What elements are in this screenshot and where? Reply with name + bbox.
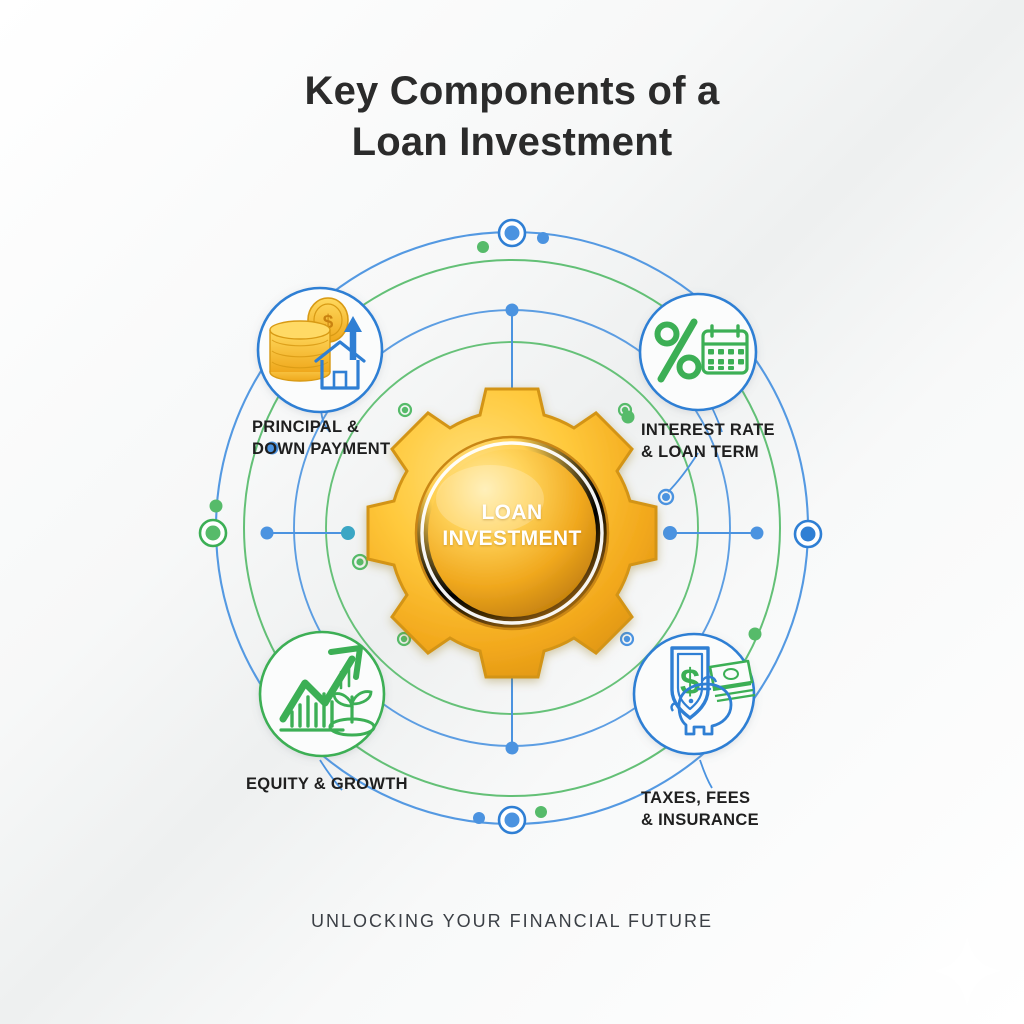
ring-dot-bl-green [396,631,412,647]
orbit-marker-top-dot-right [537,232,549,244]
orbit-marker-top-dot-left [477,241,489,253]
ring-dot-br-blue [619,631,635,647]
node-principal-down-payment[interactable]: $ [256,286,384,414]
orbit-marker-right[interactable] [793,519,823,549]
connector-dot-left-outer [260,526,274,540]
node-equity-growth[interactable] [258,630,386,758]
ring-dot-l-green-core [356,558,364,566]
gear-hub-ring [420,441,604,625]
piggy-bank-icon [670,675,733,736]
spur-bottom-left [319,759,343,791]
connector-dot-left-inner [341,526,355,540]
ring-dot-r-blue [657,488,675,506]
percent-icon [654,318,702,383]
sparkle-icon [933,936,1001,1006]
orbit-marker-bottom-dot-left [473,812,485,824]
orbit-ring-green-outer [243,259,781,797]
spur-interest-to-dot [667,452,699,493]
footer-tagline: UNLOCKING YOUR FINANCIAL FUTURE [310,911,714,931]
ring-dot-l-green [351,553,369,571]
ring-dot-l-outer-green [209,499,223,513]
gear-icon [366,387,658,679]
ring-dot-br-outer-green [748,627,762,641]
connector-dot-top [505,303,519,317]
bar-chart-icon [290,692,334,728]
calendar-icon [701,324,749,375]
node-label-taxes-fees-insurance: TAXES, FEES & INSURANCE [641,789,759,829]
node-interest-rate-loan-term[interactable] [638,292,758,412]
cash-stack-icon [708,659,756,703]
sprout-icon [328,666,376,737]
ring-dot-r-blue-core [662,493,670,501]
up-arrow-icon [344,316,362,360]
connector-dot-bottom [505,741,519,755]
orbit-marker-left[interactable] [198,518,228,548]
coin-stack-icon [269,320,331,382]
ring-dot-tl-outer-blue [265,441,279,455]
node-label-equity-growth: EQUITY & GROWTH [246,775,408,793]
node-label-interest-rate-loan-term: INTEREST RATE & LOAN TERM [641,421,775,461]
ring-dot-br-blue-core [623,635,631,643]
ring-dot-tr-outer-green [621,410,635,424]
orbit-marker-bottom[interactable] [497,805,527,835]
spur-bottom-right [699,759,713,789]
ring-dot-tl-green [397,402,413,418]
orbit-marker-bottom-dot-right [535,806,547,818]
node-taxes-fees-insurance[interactable]: $ [632,632,756,756]
gear-gloss [436,465,544,533]
ring-dot-tl-green-core [401,406,409,414]
svg-text:$: $ [323,312,334,333]
growth-arrow-icon [279,645,363,723]
node-label-principal-down-payment: PRINCIPAL & DOWN PAYMENT [252,418,391,458]
orbit-marker-top[interactable] [497,218,527,248]
ring-dot-bl-green-core [400,635,408,643]
connector-dot-right-inner [663,526,677,540]
connector-dot-right-outer [750,526,764,540]
